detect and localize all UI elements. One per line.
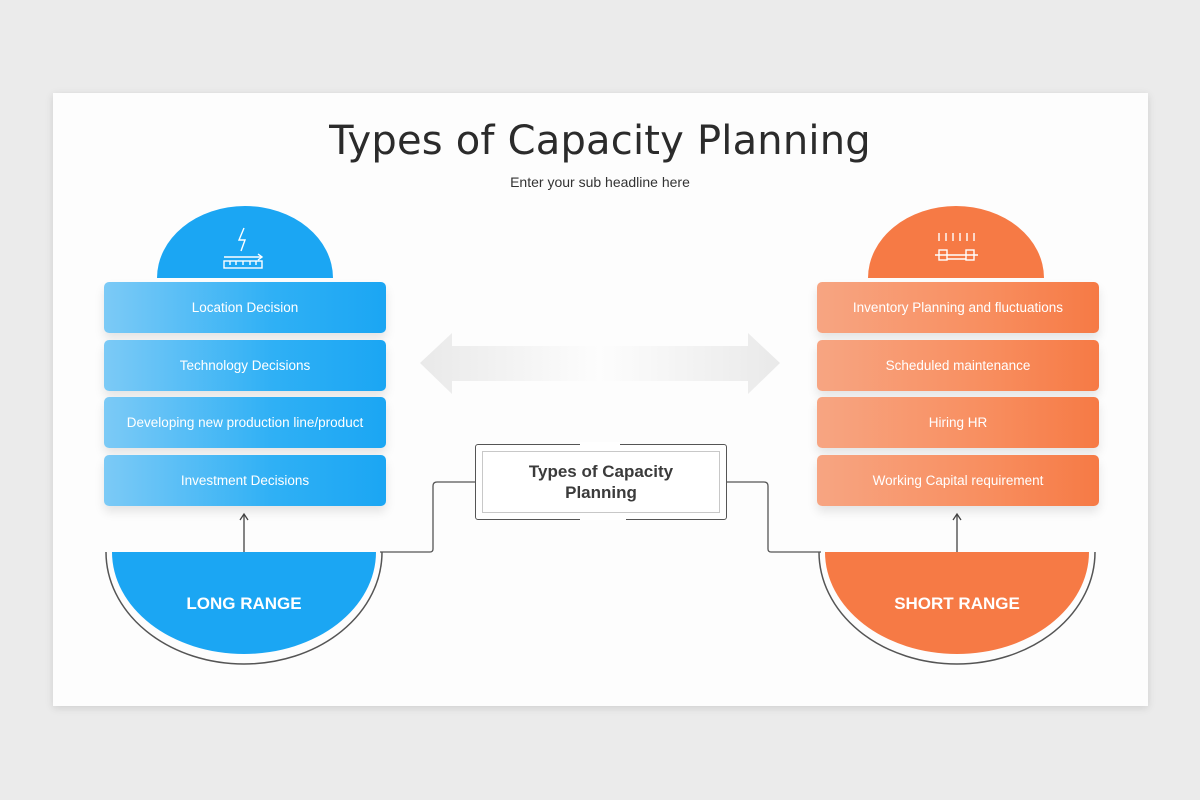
short-range-outer-arc xyxy=(818,551,1096,665)
center-title-text: Types of Capacity Planning xyxy=(482,451,720,513)
long-range-item: Location Decision xyxy=(104,282,386,333)
page-subtitle: Enter your sub headline here xyxy=(510,174,690,190)
short-range-list: Inventory Planning and fluctuations Sche… xyxy=(817,282,1099,512)
center-box-bottom-gap xyxy=(580,516,626,520)
long-range-label: LONG RANGE xyxy=(186,594,302,613)
short-range-bottom-half xyxy=(825,552,1089,654)
long-range-item: Technology Decisions xyxy=(104,339,386,391)
long-range-bottom-half xyxy=(112,552,376,654)
long-range-item: Investment Decisions xyxy=(104,454,386,506)
long-range-item: Developing new production line/product xyxy=(104,397,386,448)
long-range-up-arrow xyxy=(239,512,249,552)
lightning-ruler-icon xyxy=(223,227,264,269)
short-range-top-dome xyxy=(868,206,1044,278)
left-connector-line xyxy=(380,481,476,553)
heater-bar-icon xyxy=(935,233,978,261)
long-range-list: Location Decision Technology Decisions D… xyxy=(104,282,386,512)
left-arrow-shape xyxy=(420,333,600,394)
short-range-up-arrow xyxy=(952,512,962,552)
page-title: Types of Capacity Planning xyxy=(329,118,871,164)
center-title-box: Types of Capacity Planning xyxy=(475,444,727,520)
short-range-item: Working Capital requirement xyxy=(817,454,1099,506)
short-range-label: SHORT RANGE xyxy=(894,594,1020,613)
right-arrow-shape xyxy=(600,333,780,394)
long-range-outer-arc xyxy=(105,551,383,665)
short-range-item: Hiring HR xyxy=(817,397,1099,448)
right-connector-line xyxy=(724,481,821,553)
short-range-item: Inventory Planning and fluctuations xyxy=(817,282,1099,333)
short-range-item: Scheduled maintenance xyxy=(817,339,1099,391)
center-box-top-gap xyxy=(580,442,620,446)
